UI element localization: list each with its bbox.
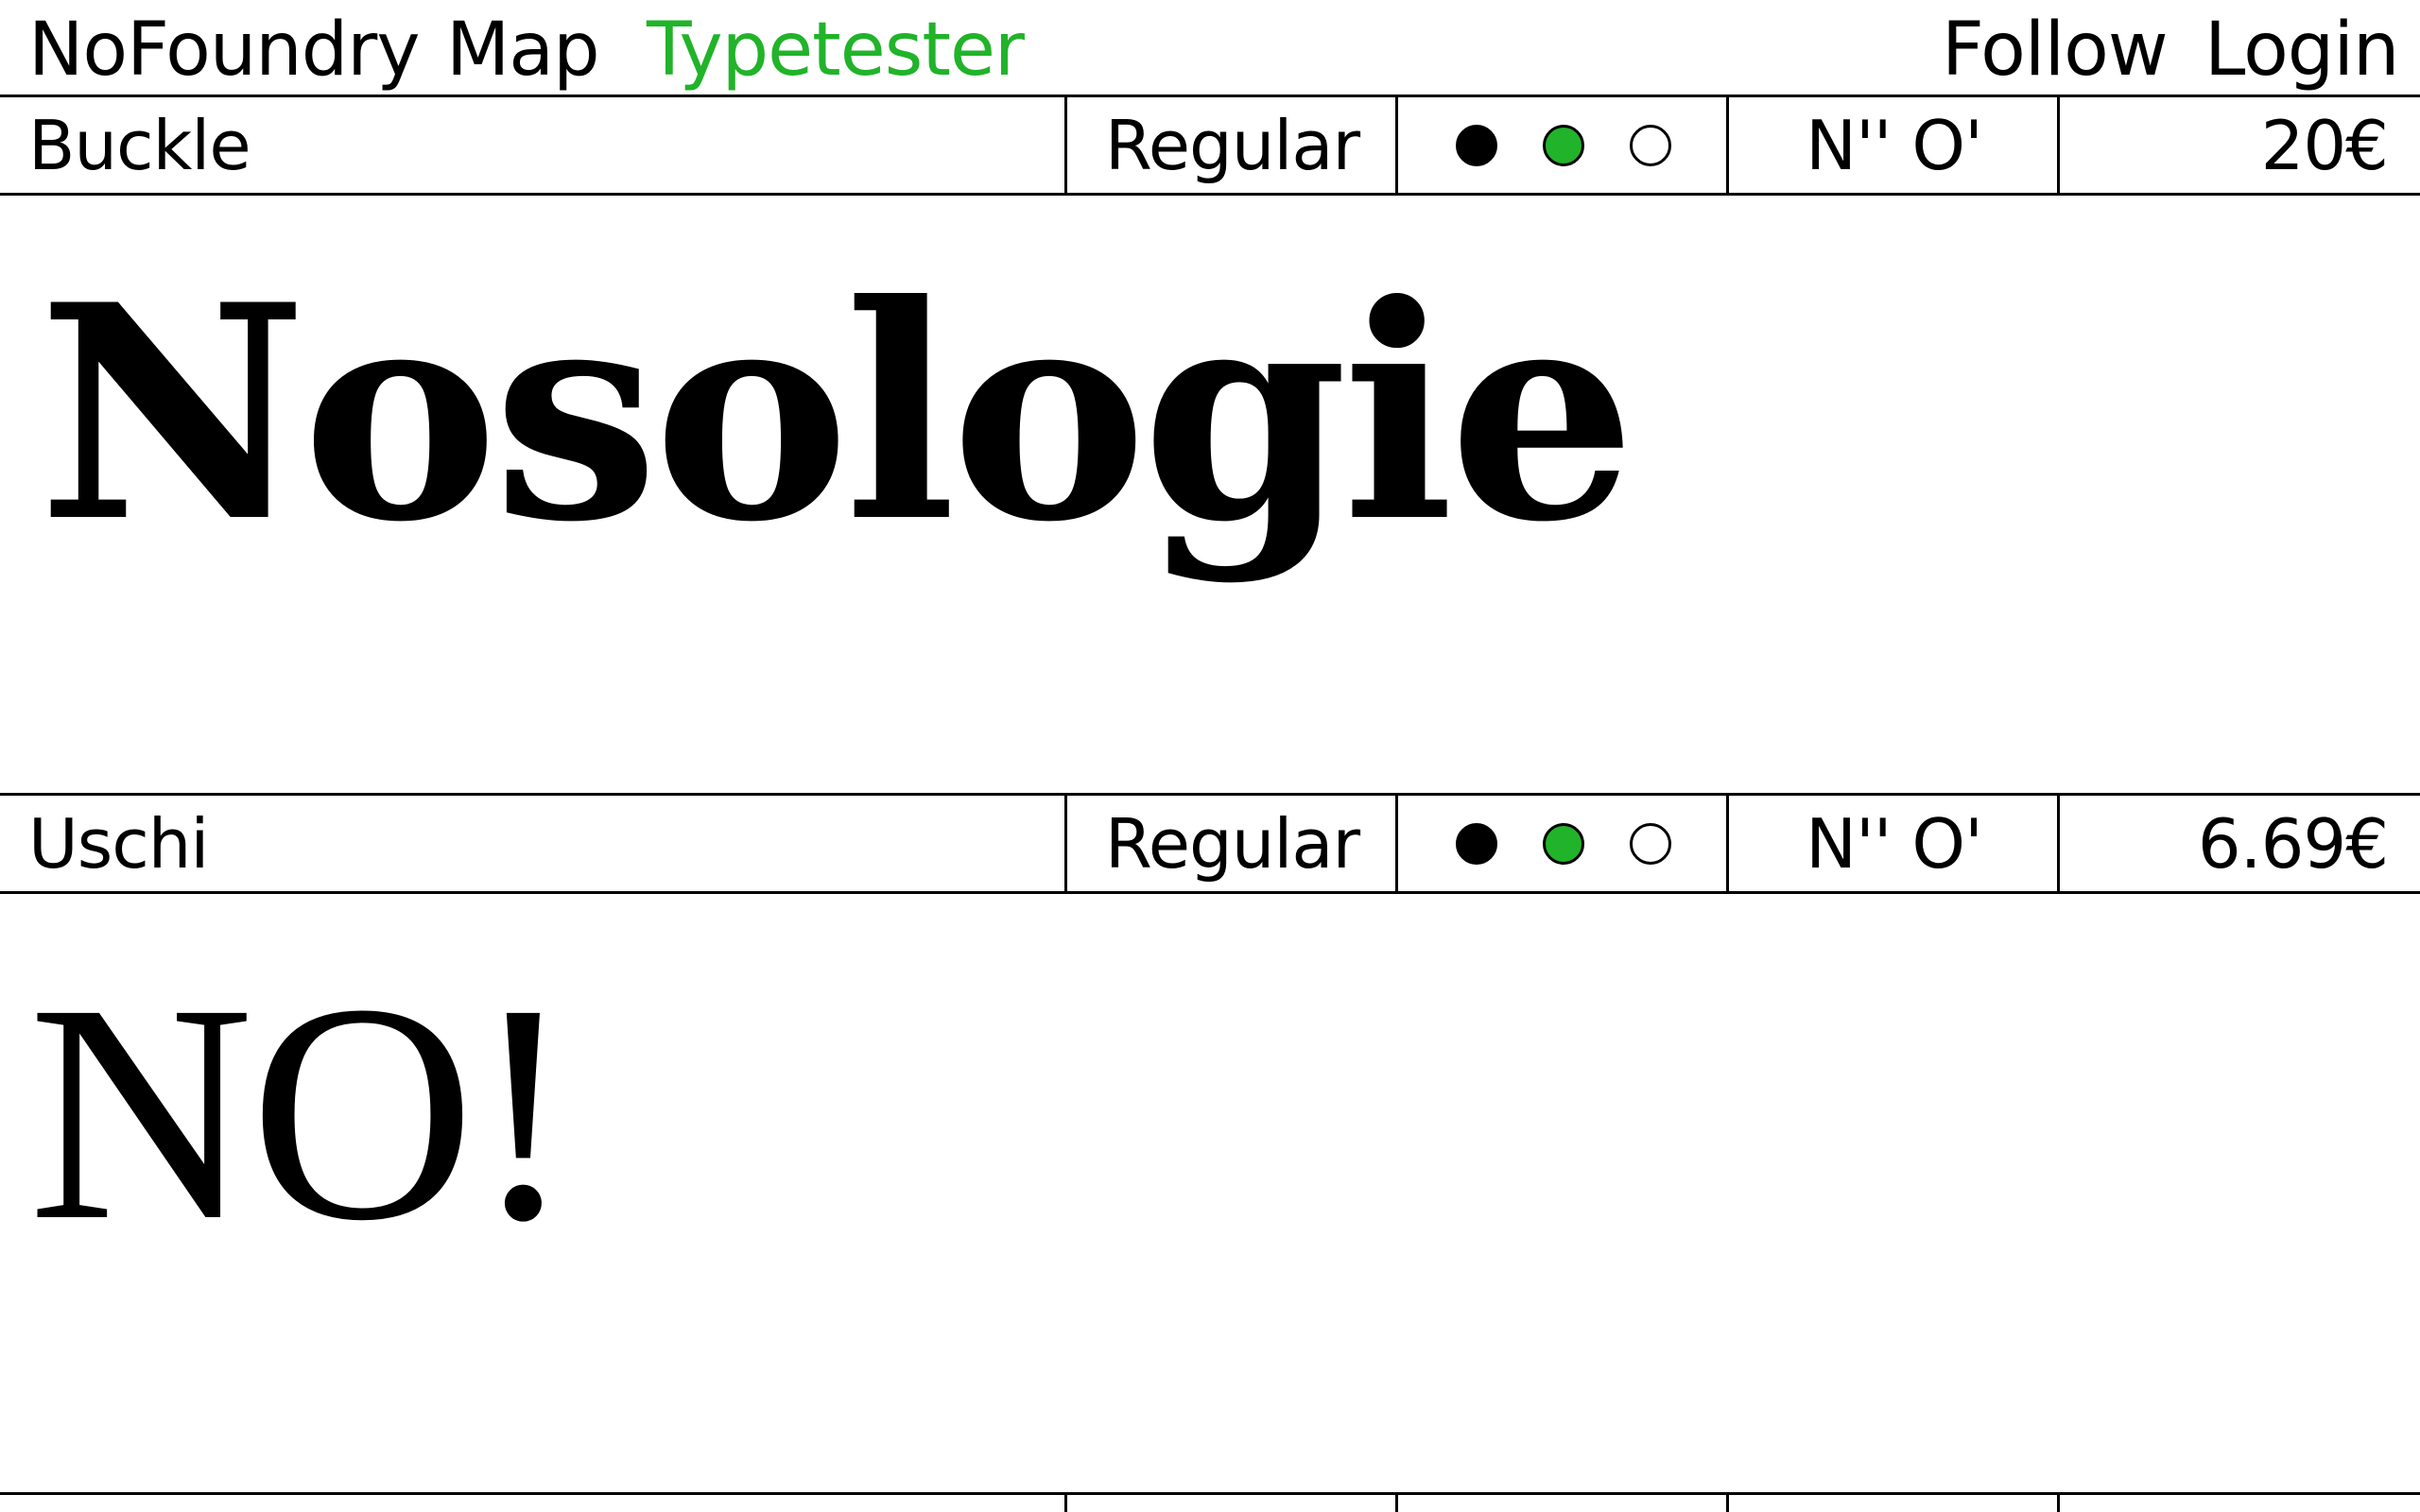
type-sample-uschi[interactable]: NO! [28,940,576,1285]
typetester-link[interactable]: Typetester [647,8,1025,93]
font-name[interactable]: Uschi [28,804,209,884]
size-dot-3[interactable] [1629,823,1671,865]
divider [0,793,2420,796]
font-bar-buckle: Buckle Regular N'' O' 20€ [0,97,2420,194]
column-separator [1395,1495,1398,1512]
map-link[interactable]: Map [446,8,600,93]
type-sample-buckle[interactable]: Nosologie [38,240,1636,587]
price-button[interactable]: 6.69€ [2057,796,2420,892]
divider [0,1492,2420,1495]
font-name[interactable]: Buckle [28,106,251,185]
column-separator [2057,1495,2060,1512]
column-separator [1064,1495,1067,1512]
follow-link[interactable]: Follow [1942,8,2169,93]
column-separator [1726,1495,1729,1512]
font-bar-uschi: Uschi Regular N'' O' 6.69€ [0,796,2420,892]
size-dot-2-selected[interactable] [1542,823,1584,865]
top-nav: NoFoundry Map Typetester Follow Login [0,0,2420,94]
login-link[interactable]: Login [2204,8,2399,93]
price-button[interactable]: 20€ [2057,97,2420,194]
divider [0,891,2420,894]
size-dot-2-selected[interactable] [1542,125,1584,166]
size-selector [1395,796,1728,892]
size-dot-1[interactable] [1455,823,1497,865]
font-style-select[interactable]: Regular [1064,97,1397,194]
font-style-select[interactable]: Regular [1064,796,1397,892]
size-selector [1395,97,1728,194]
opentype-options[interactable]: N'' O' [1726,796,2059,892]
opentype-options[interactable]: N'' O' [1726,97,2059,194]
size-dot-3[interactable] [1629,125,1671,166]
divider [0,94,2420,97]
size-dot-1[interactable] [1455,125,1497,166]
brand-link[interactable]: NoFoundry [28,8,420,93]
divider [0,193,2420,196]
